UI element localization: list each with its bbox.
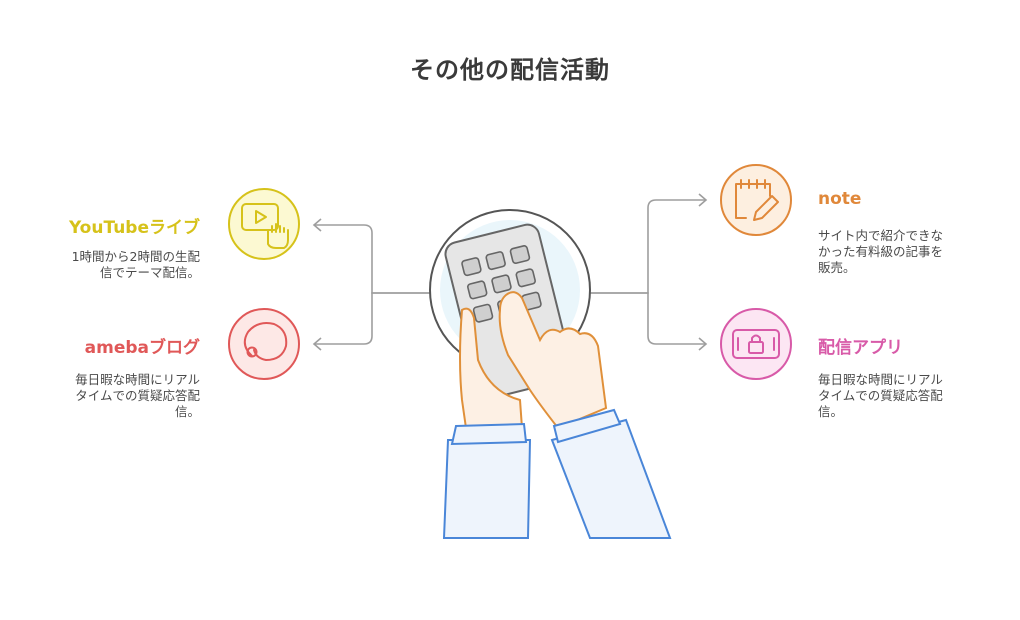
app-desc-line: タイムでの質疑応答配 <box>818 388 943 403</box>
ameba-desc-line: 毎日暇な時間にリアル <box>75 372 200 387</box>
note-desc-line: サイト内で紹介できな <box>818 228 944 243</box>
app-desc-line: 毎日暇な時間にリアル <box>818 372 943 387</box>
connector-note <box>590 199 706 294</box>
left-cuff <box>450 422 528 446</box>
page-title: その他の配信活動 <box>410 56 610 84</box>
left-hand <box>459 307 524 429</box>
scribble-icon <box>243 322 288 362</box>
connector-ameba <box>314 292 430 345</box>
note-desc-line: かった有料級の記事を <box>818 244 944 259</box>
youtube-desc-line: 信でテーマ配信。 <box>99 265 200 280</box>
ameba-title: amebaブログ <box>84 338 200 358</box>
connector-app <box>590 292 706 345</box>
youtube-title: YouTubeライブ <box>68 218 200 238</box>
ameba-desc: 毎日暇な時間にリアル タイムでの質疑応答配 信。 <box>75 372 200 420</box>
ameba-icon-circle <box>228 308 300 380</box>
note-desc: サイト内で紹介できな かった有料級の記事を 販売。 <box>818 228 943 276</box>
youtube-icon-circle <box>228 188 300 260</box>
right-cuff <box>552 408 622 444</box>
phone-lock-icon <box>732 329 780 359</box>
note-icon-circle <box>720 164 792 236</box>
youtube-desc: 1時間から2時間の生配 信でテーマ配信。 <box>72 249 200 281</box>
app-icon-circle <box>720 308 792 380</box>
right-hand <box>498 291 608 430</box>
connector-youtube <box>314 224 430 294</box>
app-desc-line: 信。 <box>818 404 844 419</box>
connector-lines <box>312 193 708 351</box>
central-illustration <box>429 209 672 539</box>
note-desc-line: 販売。 <box>818 260 856 275</box>
ameba-desc-line: 信。 <box>174 404 200 419</box>
left-sleeve <box>442 439 532 539</box>
notepad-pen-icon <box>735 179 779 221</box>
app-desc: 毎日暇な時間にリアル タイムでの質疑応答配 信。 <box>818 372 943 420</box>
app-title: 配信アプリ <box>818 338 903 358</box>
note-title: note <box>818 189 862 209</box>
ameba-desc-line: タイムでの質疑応答配 <box>75 388 200 403</box>
youtube-desc-line: 1時間から2時間の生配 <box>71 249 200 264</box>
video-hand-icon <box>241 203 289 249</box>
